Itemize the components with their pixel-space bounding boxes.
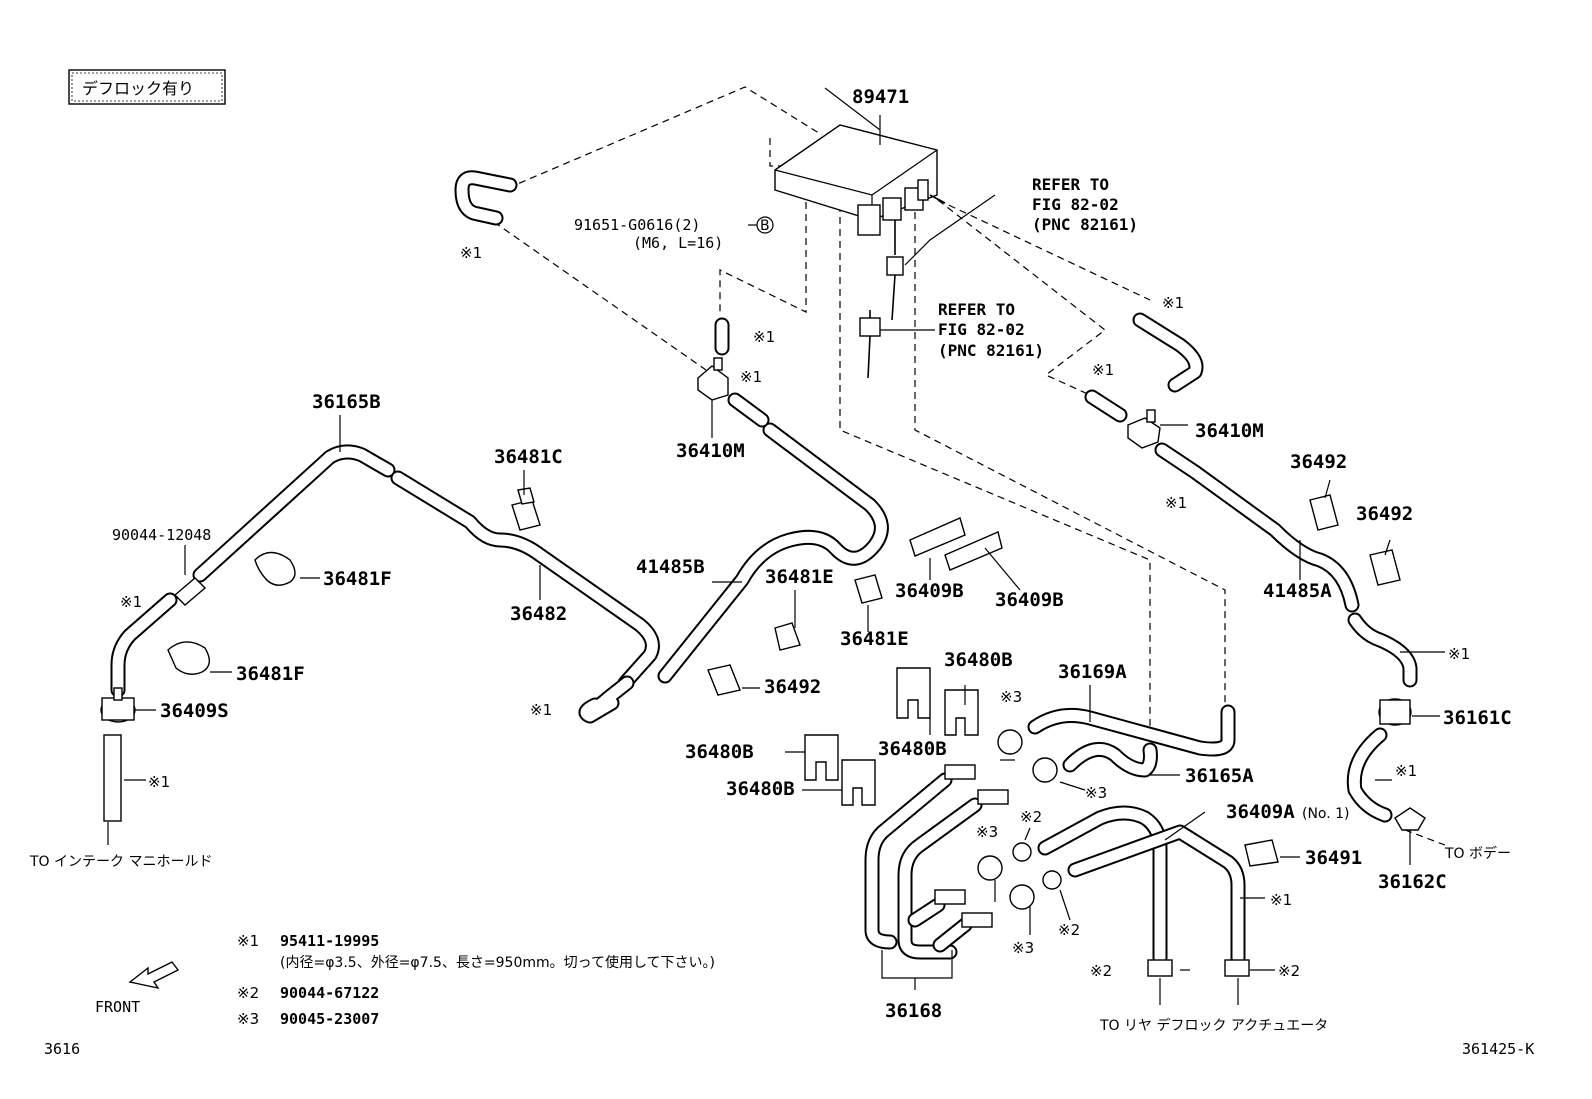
legend-1-note: (内径=φ3.5、外径=φ7.5、長さ=950mm。切って使用して下さい。)	[280, 954, 715, 971]
label-36409B-b: 36409B	[995, 589, 1064, 611]
variant-label: デフロック有り	[82, 79, 194, 98]
label-89471: 89471	[852, 86, 909, 108]
mark-2-b: ※2	[1058, 921, 1080, 939]
mark-1-g: ※1	[1162, 294, 1184, 312]
mark-1-f: ※1	[148, 773, 170, 791]
ref2-line2: FIG 82-02	[938, 320, 1025, 339]
ref1-line3: (PNC 82161)	[1032, 215, 1138, 234]
label-36409B-a: 36409B	[895, 580, 964, 602]
label-36409A-note: (No. 1)	[1302, 806, 1350, 822]
mark-1-a: ※1	[460, 244, 482, 262]
label-36481F-a: 36481F	[323, 568, 392, 590]
mark-1-k: ※1	[1395, 762, 1417, 780]
front-arrow-icon	[128, 961, 180, 990]
page-code: 3616	[44, 1040, 80, 1058]
mark-1-i: ※1	[1165, 494, 1187, 512]
mark-1-e: ※1	[530, 701, 552, 719]
mark-3-a: ※3	[1000, 688, 1022, 706]
label-41485B: 41485B	[636, 556, 705, 578]
mark-1-c: ※1	[740, 368, 762, 386]
label-36481F-b: 36481F	[236, 663, 305, 685]
label-36168: 36168	[885, 1000, 942, 1022]
label-36482: 36482	[510, 603, 567, 625]
dest-intake: TO インテーク マニホールド	[29, 854, 212, 870]
label-36161C: 36161C	[1443, 707, 1512, 729]
label-36409A: 36409A	[1226, 801, 1295, 823]
variant-header: デフロック有り	[68, 69, 226, 105]
ref1-line2: FIG 82-02	[1032, 195, 1119, 214]
mark-1-j: ※1	[1448, 645, 1470, 663]
mark-1-h: ※1	[1092, 361, 1114, 379]
label-36481E-a: 36481E	[765, 566, 834, 588]
label-91651-spec: (M6, L=16)	[633, 234, 723, 252]
label-41485A: 41485A	[1263, 580, 1332, 602]
legend-3-mark: ※3	[237, 1010, 259, 1028]
ref2-line3: (PNC 82161)	[938, 341, 1044, 360]
label-36480B-d: 36480B	[726, 778, 795, 800]
label-36492-b: 36492	[1356, 503, 1413, 525]
leader-lines	[107, 87, 1445, 1005]
small-parts	[100, 357, 1426, 977]
vsv-89471	[774, 115, 946, 379]
figure-code: 361425-K	[1462, 1040, 1534, 1058]
label-36492-c: 36492	[764, 676, 821, 698]
ref2-line1: REFER TO	[938, 300, 1015, 319]
refer-to-block-2: REFER TO FIG 82-02 (PNC 82161)	[938, 300, 1044, 360]
label-36169A: 36169A	[1058, 661, 1127, 683]
label-36481E-b: 36481E	[840, 628, 909, 650]
mark-2-a: ※2	[1020, 808, 1042, 826]
b-mark: B	[760, 218, 770, 234]
label-90044-12048: 90044-12048	[112, 526, 211, 544]
mark-3-c: ※3	[976, 823, 998, 841]
label-36410M-right: 36410M	[1195, 420, 1264, 442]
label-36491: 36491	[1305, 847, 1362, 869]
label-36165A: 36165A	[1185, 765, 1254, 787]
mark-1-l: ※1	[1270, 891, 1292, 909]
legend-2-mark: ※2	[237, 984, 259, 1002]
refer-to-block-1: REFER TO FIG 82-02 (PNC 82161)	[1032, 175, 1138, 234]
legend-2-pn: 90044-67122	[280, 984, 379, 1002]
assembly-dashed-lines	[493, 86, 1446, 846]
dest-rear-actuator: TO リヤ デフロック アクチュエータ	[1099, 1017, 1328, 1034]
label-91651: 91651-G0616(2)	[574, 216, 700, 234]
label-36480B-c: 36480B	[685, 741, 754, 763]
hose-lines	[103, 170, 1418, 966]
label-36409S: 36409S	[160, 700, 229, 722]
b-circle-mark: B	[756, 216, 774, 234]
legend-3-pn: 90045-23007	[280, 1010, 379, 1028]
label-36165B: 36165B	[312, 391, 381, 413]
part-labels: 89471 91651-G0616(2) (M6, L=16) 36165B 3…	[112, 86, 1512, 1022]
label-36162C: 36162C	[1378, 871, 1447, 893]
mark-3-d: ※3	[1012, 939, 1034, 957]
ref1-line1: REFER TO	[1032, 175, 1109, 194]
destination-labels: TO インテーク マニホールド TO ボデー TO リヤ デフロック アクチュエ…	[29, 845, 1511, 1034]
legend-1-mark: ※1	[237, 932, 259, 950]
legend: ※1 95411-19995 (内径=φ3.5、外径=φ7.5、長さ=950mm…	[237, 932, 715, 1028]
mark-2-c: ※2	[1090, 962, 1112, 980]
mark-3-b: ※3	[1085, 784, 1107, 802]
label-36492-a: 36492	[1290, 451, 1347, 473]
legend-1-pn: 95411-19995	[280, 932, 379, 950]
label-36481C: 36481C	[494, 446, 563, 468]
mark-2-d: ※2	[1278, 962, 1300, 980]
note-marks: ※1 ※1 ※1 ※1 ※1 ※1 ※1 ※1 ※1 ※1 ※1 ※1 ※3 ※…	[120, 244, 1470, 980]
dest-body: TO ボデー	[1444, 845, 1511, 862]
label-36480B-a: 36480B	[944, 649, 1013, 671]
label-36410M-left: 36410M	[676, 440, 745, 462]
label-36480B-b: 36480B	[878, 738, 947, 760]
front-label: FRONT	[95, 998, 140, 1016]
mark-1-b: ※1	[753, 328, 775, 346]
mark-1-d: ※1	[120, 593, 142, 611]
